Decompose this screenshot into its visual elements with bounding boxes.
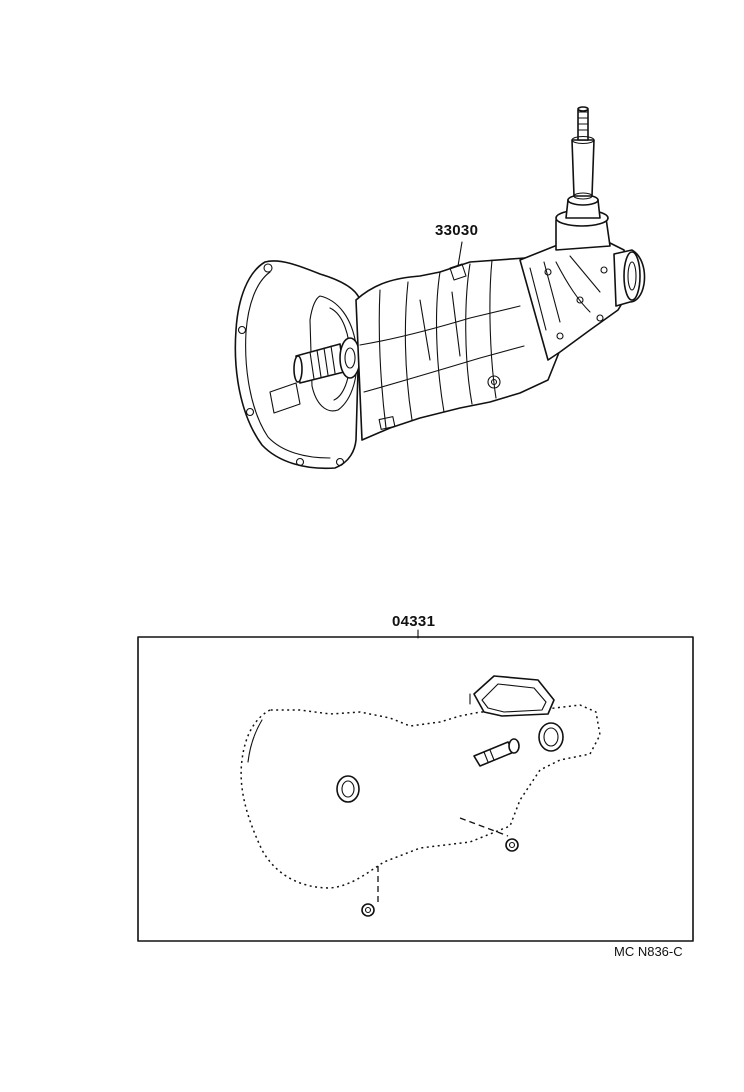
part-number-33030: 33030 [435, 222, 479, 239]
part-number-04331: 04331 [392, 613, 436, 630]
figure-code: MC N836-C [614, 944, 683, 959]
gasket-kit-frame [137, 636, 694, 942]
gasket-kit-drawing [137, 629, 694, 942]
transmission-assembly-drawing [234, 106, 646, 470]
